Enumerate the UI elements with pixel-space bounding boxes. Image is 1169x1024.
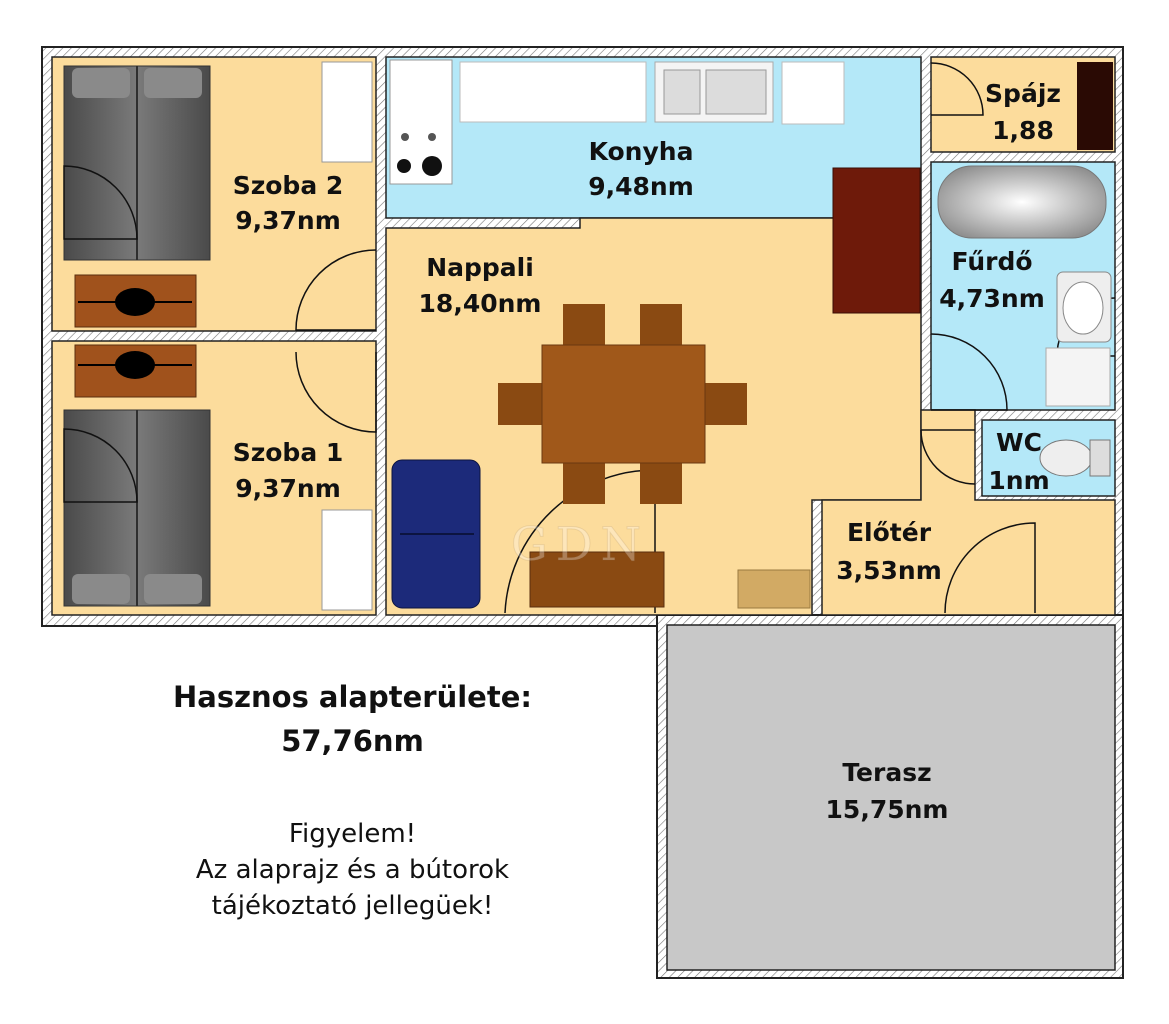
label-terasz-name: Terasz (842, 758, 931, 787)
door-wc (920, 429, 976, 485)
door-spajz (930, 62, 984, 116)
dining-set (498, 304, 747, 504)
tv-stand (529, 551, 665, 608)
label-terasz-area: 15,75nm (826, 795, 949, 824)
label-szoba1-area: 9,37nm (235, 474, 341, 503)
wardrobe-szoba2 (321, 61, 373, 163)
label-spajz-name: Spájz (985, 79, 1061, 108)
label-nappali-name: Nappali (426, 253, 534, 282)
label-furdo-area: 4,73nm (939, 284, 1045, 313)
label-konyha-name: Konyha (589, 137, 694, 166)
label-szoba2-area: 9,37nm (235, 206, 341, 235)
notice-heading: Figyelem! (288, 819, 417, 849)
label-szoba1-name: Szoba 1 (233, 438, 344, 467)
label-szoba2-name: Szoba 2 (233, 171, 344, 200)
shoe-cabinet (737, 569, 811, 609)
usable-area-title: Hasznos alapterülete: (173, 680, 532, 714)
label-wc-name: WC (996, 428, 1042, 457)
label-eloter-name: Előtér (847, 518, 932, 547)
door-szoba2 (295, 249, 377, 331)
washing-machine (1045, 347, 1111, 407)
notice-line-2: Az alaprajz és a bútorok (195, 855, 510, 885)
door-entrance (504, 469, 656, 614)
label-furdo-name: Fűrdő (951, 247, 1032, 276)
room-eloter (821, 409, 1116, 616)
door-szoba1 (295, 351, 377, 433)
label-spajz-area: 1,88 (992, 116, 1054, 145)
dining-table (541, 344, 706, 464)
pantry-shelf (1077, 62, 1113, 150)
watermark: GDN (511, 517, 649, 571)
kitchen-counter (459, 61, 647, 123)
room-terasz (666, 624, 1116, 971)
label-eloter-area: 3,53nm (836, 556, 942, 585)
door-furdo (930, 333, 1008, 411)
bathtub (937, 165, 1107, 239)
label-konyha-area: 9,48nm (588, 172, 694, 201)
door-eloter (944, 522, 1036, 614)
cabinet (832, 167, 921, 314)
wardrobe-szoba1 (321, 509, 373, 611)
label-nappali-area: 18,40nm (419, 289, 542, 318)
usable-area-value: 57,76nm (281, 724, 424, 758)
notice-line-3: tájékoztató jellegüek! (211, 891, 494, 921)
label-wc-area: 1nm (988, 466, 1049, 495)
fridge (781, 61, 845, 125)
